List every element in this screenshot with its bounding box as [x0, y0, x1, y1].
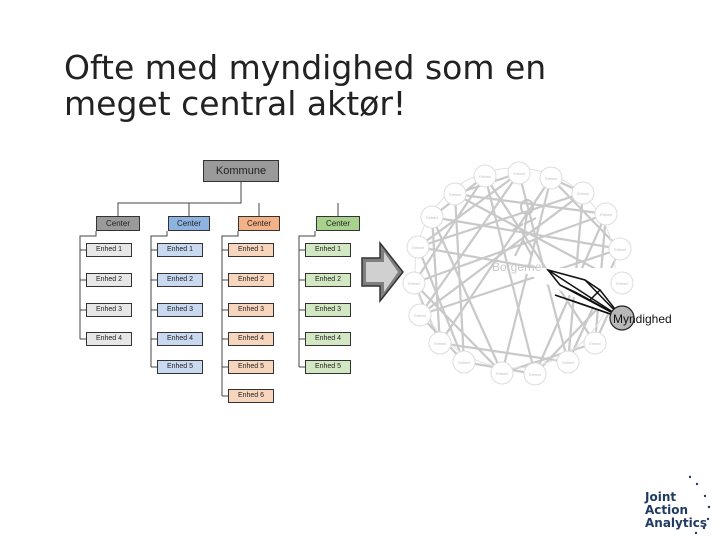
- org-unit-c1-2: Enhed 2: [86, 273, 132, 287]
- org-unit-c3-5: Enhed 5: [228, 360, 274, 374]
- logo-line-3: Analytics: [645, 517, 707, 530]
- network-node-label: Enhed: [616, 281, 628, 286]
- org-unit-c1-4: Enhed 4: [86, 332, 132, 346]
- network-node-label: Enhed: [577, 191, 589, 196]
- org-unit-c3-2: Enhed 2: [228, 273, 274, 287]
- network-node-label: Enhed: [589, 341, 601, 346]
- org-center-2: Center: [168, 216, 210, 231]
- myndighed-label: Myndighed: [613, 312, 672, 326]
- network-node-label: Enhed: [414, 313, 426, 318]
- network-node-label: Enhed: [545, 176, 557, 181]
- org-unit-c3-6: Enhed 6: [228, 389, 274, 403]
- network-node-label: Enhed: [458, 360, 470, 365]
- network-center-label: Borgerne: [492, 260, 541, 274]
- org-unit-c4-2: Enhed 2: [305, 273, 351, 287]
- org-unit-c2-5: Enhed 5: [157, 360, 203, 374]
- logo-dot: [695, 532, 697, 534]
- org-unit-c1-3: Enhed 3: [86, 303, 132, 317]
- logo-dot: [689, 476, 691, 478]
- org-unit-c4-3: Enhed 3: [305, 303, 351, 317]
- network-node-label: Enhed: [496, 371, 508, 376]
- org-center-3: Center: [238, 216, 280, 231]
- network-node-label: Enhed: [449, 192, 461, 197]
- org-unit-c4-1: Enhed 1: [305, 243, 351, 257]
- network-node-label: Enhed: [412, 245, 424, 250]
- org-center-4: Center: [316, 216, 360, 231]
- network-node-label: Enhed: [562, 360, 574, 365]
- org-unit-c3-4: Enhed 4: [228, 332, 274, 346]
- org-unit-c2-1: Enhed 1: [157, 243, 203, 257]
- network-node-label: Enhed: [426, 215, 438, 220]
- company-logo: Joint Action Analytics: [645, 491, 707, 530]
- org-unit-c4-4: Enhed 4: [305, 332, 351, 346]
- logo-dot: [707, 518, 709, 520]
- network-node-label: Enhed: [479, 174, 491, 179]
- network-node-label: Enhed: [529, 372, 541, 377]
- network-node-label: Enhed: [408, 281, 420, 286]
- network-node-label: Enhed: [600, 212, 612, 217]
- org-center-1: Center: [96, 216, 140, 231]
- org-connector-root: [118, 182, 338, 216]
- logo-dot: [696, 483, 698, 485]
- org-unit-c2-2: Enhed 2: [157, 273, 203, 287]
- org-unit-c3-1: Enhed 1: [228, 243, 274, 257]
- org-root-kommune: Kommune: [203, 160, 279, 182]
- org-unit-c4-5: Enhed 5: [305, 360, 351, 374]
- org-unit-c2-4: Enhed 4: [157, 332, 203, 346]
- network-link: [420, 173, 519, 315]
- network-link: [432, 217, 440, 343]
- org-unit-c2-3: Enhed 3: [157, 303, 203, 317]
- org-unit-c3-3: Enhed 3: [228, 303, 274, 317]
- network-node-label: Enhed: [434, 341, 446, 346]
- network-node-label: Enhed: [614, 247, 626, 252]
- logo-dot: [708, 506, 710, 508]
- network-link: [502, 343, 595, 373]
- network-node-label: Enhed: [513, 171, 525, 176]
- org-unit-c1-1: Enhed 1: [86, 243, 132, 257]
